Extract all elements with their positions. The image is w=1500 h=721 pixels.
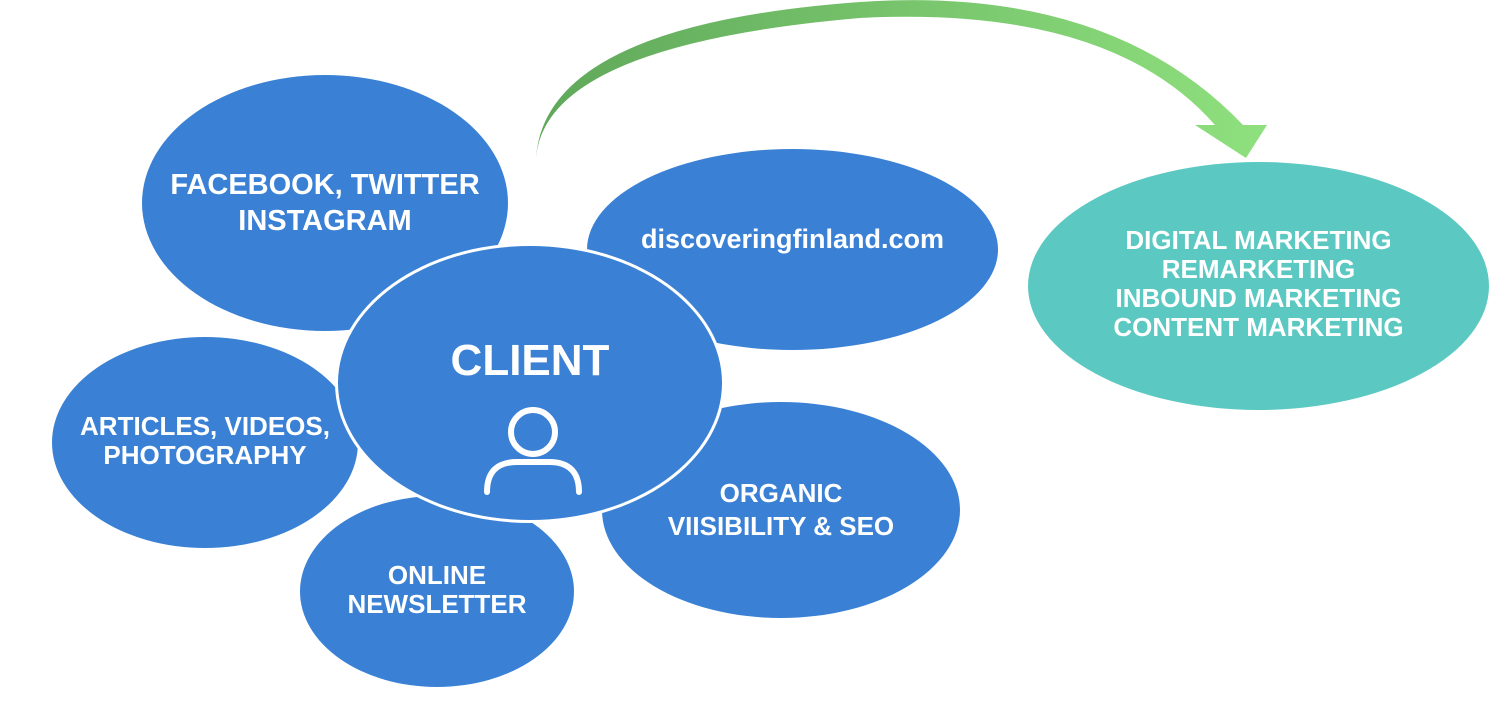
node-website: discoveringfinland.com [585,147,1000,352]
user-icon [484,407,582,495]
node-newsletter-line-1: ONLINE [387,559,487,590]
node-digital-line-2: REMARKETING [1161,254,1356,284]
arrow-shape [536,0,1267,158]
node-organic-line-2: VIISIBILITY & SEO [667,511,895,541]
node-digital-line-3: INBOUND MARKETING [1115,283,1402,313]
node-articles: ARTICLES, VIDEOS, PHOTOGRAPHY [50,335,360,550]
node-website-label: discoveringfinland.com [640,223,945,254]
node-articles-line-1: ARTICLES, VIDEOS, [80,410,330,441]
node-client: CLIENT [335,243,725,523]
client-label: CLIENT [450,336,610,385]
node-digital-marketing: DIGITAL MARKETING REMARKETING INBOUND MA… [1026,160,1491,412]
node-digital-line-4: CONTENT MARKETING [1113,312,1404,342]
node-social-line-2: INSTAGRAM [238,205,412,237]
node-newsletter-line-2: NEWSLETTER [347,588,527,619]
node-articles-line-2: PHOTOGRAPHY [103,439,307,470]
node-organic-line-1: ORGANIC [719,478,843,508]
node-social-line-1: FACEBOOK, TWITTER [170,169,480,201]
node-digital-line-1: DIGITAL MARKETING [1125,225,1392,255]
node-newsletter: ONLINE NEWSLETTER [298,494,576,689]
